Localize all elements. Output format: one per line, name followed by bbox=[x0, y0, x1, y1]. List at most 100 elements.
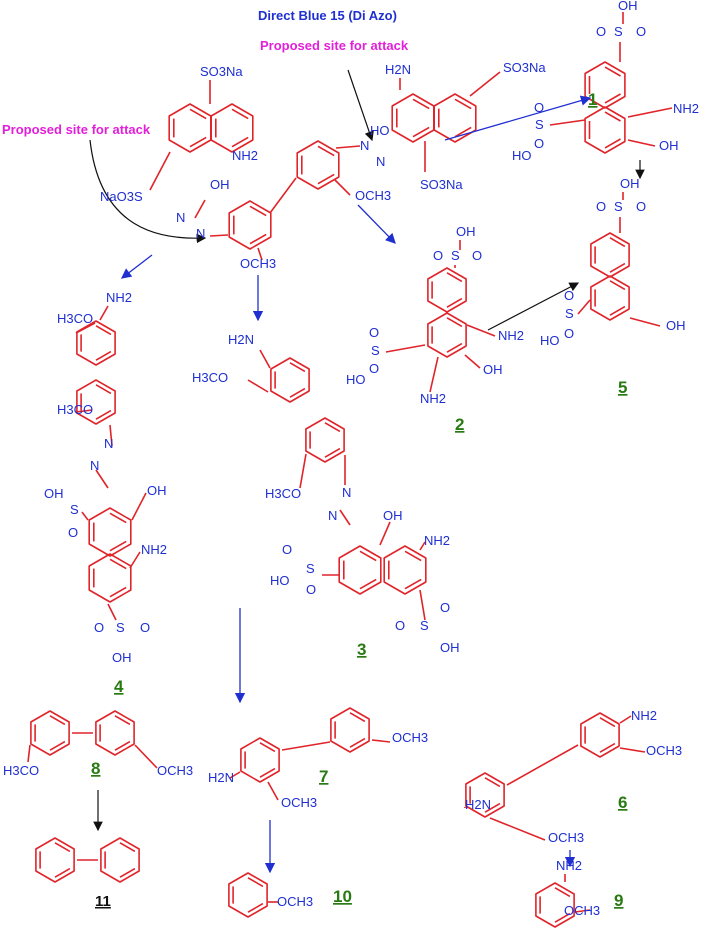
benzene-ring bbox=[465, 772, 505, 818]
double-bond bbox=[412, 98, 430, 110]
bond bbox=[131, 492, 147, 521]
bond bbox=[107, 603, 117, 621]
double-bond bbox=[109, 558, 127, 570]
double-bond bbox=[114, 715, 131, 726]
double-bond bbox=[454, 126, 472, 138]
naphthalene-ring bbox=[590, 275, 630, 321]
double-bond bbox=[109, 586, 127, 598]
oxygen-label: O bbox=[534, 100, 544, 115]
naphthalene-ring bbox=[88, 553, 132, 603]
sulfur-label: S bbox=[70, 502, 79, 517]
double-bond bbox=[119, 842, 136, 853]
ho-label: HO bbox=[270, 573, 290, 588]
benzene-ring bbox=[228, 200, 272, 250]
nh2-label: NH2 bbox=[498, 328, 524, 343]
oh-label: OH bbox=[383, 508, 403, 523]
h3co-label: H3CO bbox=[192, 370, 228, 385]
bond bbox=[429, 356, 439, 393]
attack-label-right: Proposed site for attack bbox=[260, 38, 409, 53]
azo-n-label: N bbox=[90, 458, 99, 473]
bond bbox=[464, 354, 481, 369]
sulfur-label: S bbox=[116, 620, 125, 635]
bond bbox=[281, 741, 331, 751]
benzene-ring bbox=[535, 882, 575, 928]
compound-10-number: 10 bbox=[333, 887, 352, 906]
h2n-label: H2N bbox=[208, 770, 234, 785]
oh-label: OH bbox=[620, 176, 640, 191]
double-bond bbox=[604, 138, 621, 149]
double-bond bbox=[609, 262, 626, 273]
nh2-label: NH2 bbox=[232, 148, 258, 163]
double-bond bbox=[484, 777, 501, 788]
double-bond bbox=[259, 767, 276, 778]
double-bond bbox=[189, 136, 207, 148]
double-bond bbox=[249, 205, 267, 217]
double-bond bbox=[49, 740, 66, 751]
oxygen-label: O bbox=[94, 620, 104, 635]
h3co-label: H3CO bbox=[57, 311, 93, 326]
naphthalene-ring bbox=[210, 103, 254, 153]
och3-label: OCH3 bbox=[548, 830, 584, 845]
benzene-ring bbox=[296, 140, 340, 190]
compound-3-number: 3 bbox=[357, 640, 366, 659]
azo-n-label: N bbox=[342, 485, 351, 500]
naphthalene-ring bbox=[383, 545, 427, 595]
bond bbox=[629, 317, 661, 327]
double-bond bbox=[609, 305, 626, 316]
oh-label: OH bbox=[456, 224, 476, 239]
nh2-label: NH2 bbox=[420, 391, 446, 406]
nh2-label: NH2 bbox=[631, 708, 657, 723]
sulfur-label: S bbox=[371, 343, 380, 358]
double-bond bbox=[95, 325, 112, 336]
bond bbox=[627, 139, 656, 147]
oh-label: OH bbox=[659, 138, 679, 153]
oxygen-label: O bbox=[564, 326, 574, 341]
double-bond bbox=[189, 108, 207, 120]
h2n-label: H2N bbox=[228, 332, 254, 347]
bond bbox=[75, 409, 93, 413]
double-bond bbox=[412, 126, 430, 138]
bond bbox=[619, 747, 646, 753]
ho-label: HO bbox=[346, 372, 366, 387]
bond bbox=[299, 453, 307, 489]
naso3-label: NaO3S bbox=[100, 189, 143, 204]
och3-label: OCH3 bbox=[646, 743, 682, 758]
bond bbox=[257, 247, 263, 261]
oxygen-label: O bbox=[440, 600, 450, 615]
bond bbox=[75, 322, 96, 334]
bond bbox=[134, 744, 158, 769]
h3co-label: H3CO bbox=[57, 402, 93, 417]
naphthalene-ring bbox=[391, 93, 435, 143]
bond bbox=[229, 771, 241, 779]
benzene-ring bbox=[76, 379, 116, 425]
oxygen-label: O bbox=[369, 325, 379, 340]
double-bond bbox=[359, 578, 377, 590]
bond bbox=[109, 424, 113, 447]
och3-label: OCH3 bbox=[564, 903, 600, 918]
bond bbox=[466, 324, 496, 337]
double-bond bbox=[109, 512, 127, 524]
nh2-label: H2N bbox=[385, 62, 411, 77]
double-bond bbox=[446, 272, 463, 283]
naphthalene-ring bbox=[433, 93, 477, 143]
compound-6-number: 6 bbox=[618, 793, 627, 812]
nh2-label: NH2 bbox=[556, 858, 582, 873]
bond bbox=[627, 107, 673, 118]
so3na-label: SO3Na bbox=[420, 177, 463, 192]
benzene-ring bbox=[95, 710, 135, 756]
oxygen-label: O bbox=[636, 24, 646, 39]
double-bond bbox=[49, 715, 66, 726]
ho-label: HO bbox=[370, 123, 390, 138]
double-bond bbox=[249, 233, 267, 245]
oh-label: OH bbox=[44, 486, 64, 501]
och3-label: OCH3 bbox=[240, 256, 276, 271]
benzene-ring bbox=[35, 837, 75, 883]
bond bbox=[469, 71, 501, 97]
oh-label: OH bbox=[666, 318, 686, 333]
azo-n-label: N bbox=[328, 508, 337, 523]
oh-label: OH bbox=[440, 640, 460, 655]
double-bond bbox=[404, 550, 422, 562]
double-bond bbox=[599, 742, 616, 753]
compound-1-number: 1 bbox=[588, 90, 597, 109]
